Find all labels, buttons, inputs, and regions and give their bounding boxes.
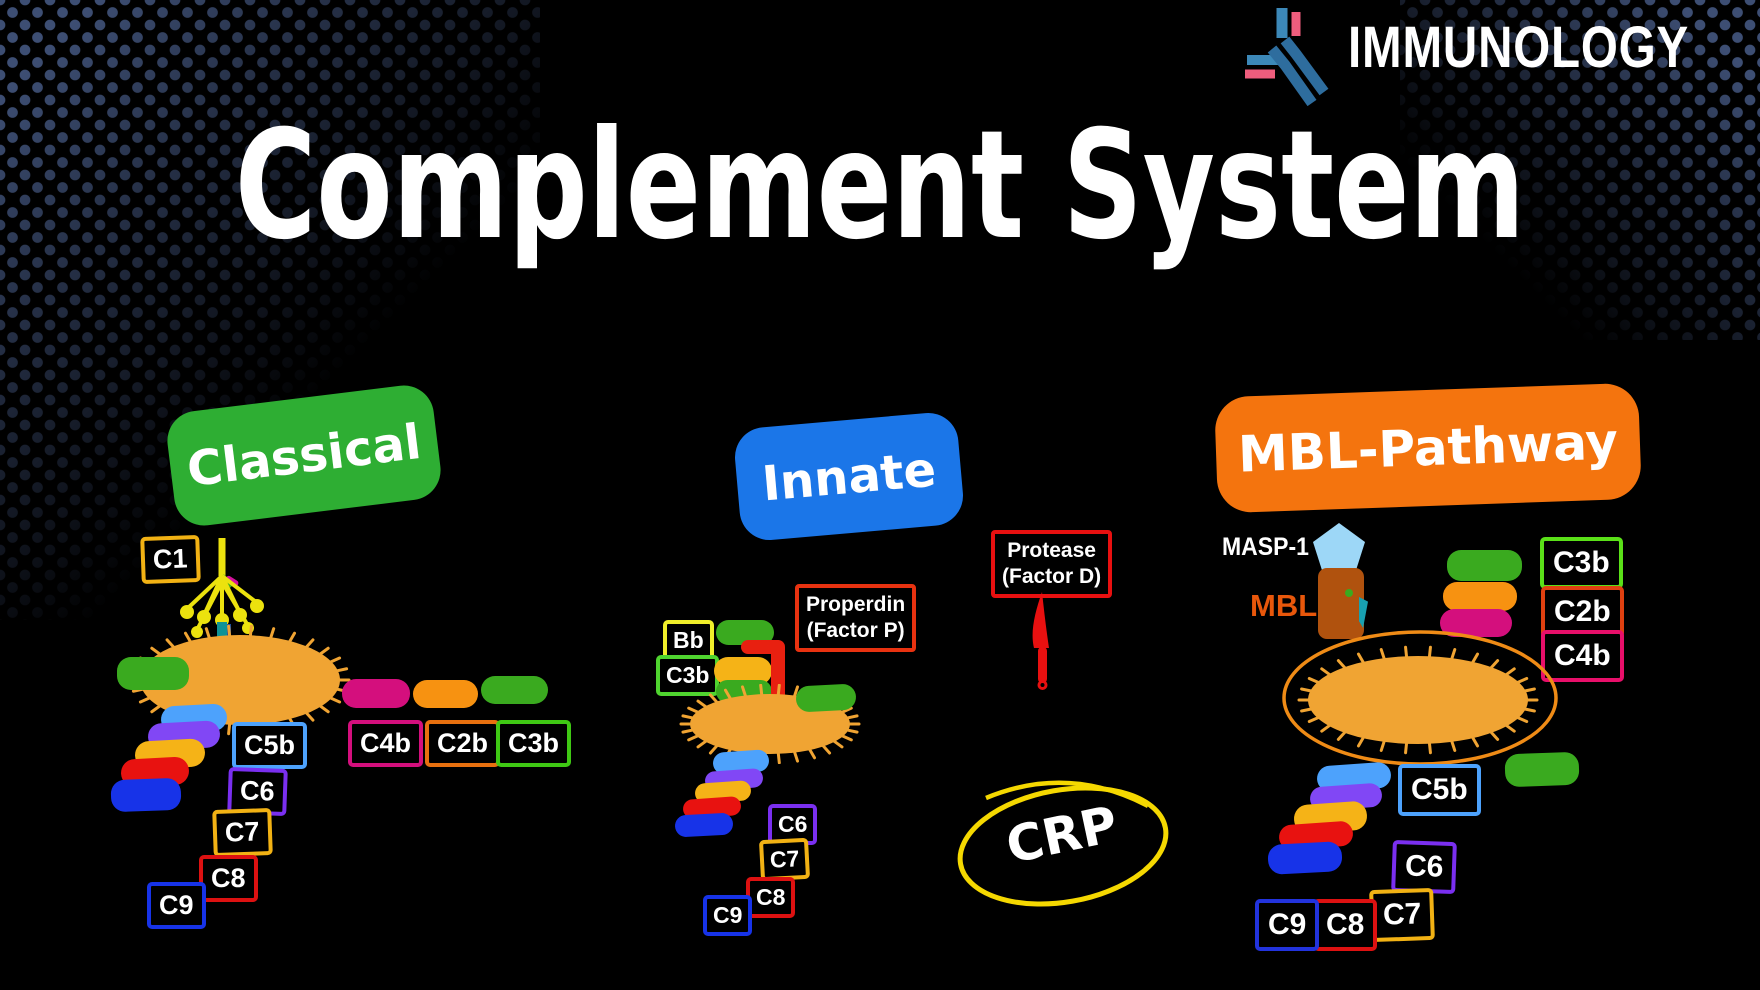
mbl-pathway-label: MBL-Pathway: [1214, 382, 1642, 514]
tag-c4b: C4b: [348, 720, 424, 767]
protease-note-line2: (Factor D): [1002, 565, 1102, 588]
masp1-pentagon-icon: [1313, 523, 1365, 573]
mbl-lectin-tail: [1359, 597, 1368, 628]
classical-pill-c2b: [413, 680, 478, 708]
mbl-stack-pill-c3b: [1447, 550, 1522, 581]
antibody-icon: [1245, 8, 1329, 107]
page-title: Complement System: [234, 99, 1526, 273]
brand-logo: IMMUNOLOGY: [1222, 2, 1688, 114]
tag-c4b: C4b: [1541, 630, 1624, 682]
properdin-factor-p-note: Properdin (Factor P): [795, 584, 917, 652]
tag-c6: C6: [1391, 839, 1458, 895]
crp-circle-annotation: [957, 780, 1169, 907]
tag-c5b: C5b: [1398, 764, 1481, 816]
tag-c5b: C5b: [232, 722, 308, 769]
tag-c3b: C3b: [496, 720, 572, 767]
tag-c9: C9: [1255, 899, 1320, 951]
protease-note-line1: Protease: [1007, 539, 1096, 562]
brand-name: IMMUNOLOGY: [1348, 15, 1690, 80]
mbl-bacterium-capsule: [1282, 630, 1558, 766]
properdin-note-line2: (Factor P): [806, 619, 905, 642]
tag-c3b: C3b: [1540, 537, 1623, 589]
mbl-lectin-dot: [1345, 589, 1353, 597]
tag-c2b: C2b: [425, 720, 501, 767]
classical-pill-c3b: [481, 676, 548, 704]
halftone-pattern-topright: [1400, 0, 1760, 340]
protease-factor-d-note: Protease (Factor D): [991, 530, 1113, 598]
mbl-mac-pill-c9: [1267, 841, 1343, 875]
mbl-label: MBL: [1250, 588, 1318, 623]
mbl-stack-pill-c2b: [1443, 582, 1517, 611]
tag-c8: C8: [199, 855, 258, 902]
tag-c9: C9: [703, 895, 753, 936]
classical-pill-c4b: [342, 679, 410, 708]
tag-c9: C9: [147, 882, 206, 929]
properdin-note-line1: Properdin: [806, 593, 906, 616]
tag-c8: C8: [1313, 899, 1378, 951]
mbl-pill-green-right: [1504, 751, 1580, 788]
tag-c7: C7: [1369, 887, 1436, 943]
mbl-lectin-icon: [1318, 568, 1364, 639]
properdin-clamp-shape: [741, 640, 785, 702]
masp1-label: MASP-1: [1222, 533, 1309, 561]
protease-knife-icon: [1032, 592, 1049, 690]
tag-c2b: C2b: [1541, 586, 1624, 638]
classical-pill-green-left: [117, 657, 189, 690]
